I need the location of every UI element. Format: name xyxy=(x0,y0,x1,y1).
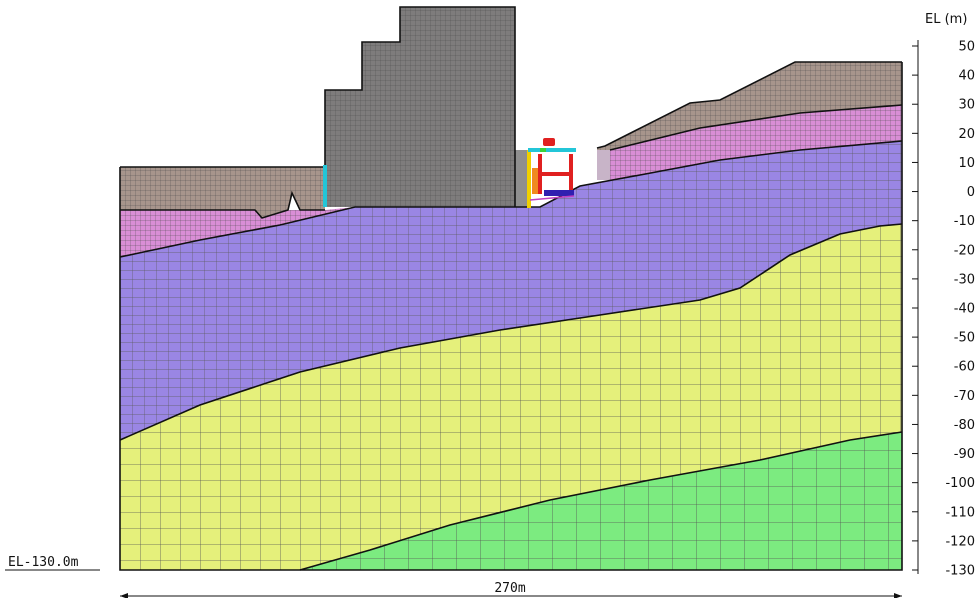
elevation-tick-label: -80 xyxy=(954,418,975,433)
elevation-tick-label: -110 xyxy=(945,505,975,520)
width-dimension-arrow-right xyxy=(894,593,902,598)
bottom-annotations: EL-130.0m 270m xyxy=(5,555,902,598)
width-dimension-arrow-left xyxy=(120,593,128,598)
green-marker xyxy=(540,148,546,152)
surface-soil-left xyxy=(120,167,325,218)
yellow-pile xyxy=(527,150,531,208)
elevation-tick-label: 40 xyxy=(958,69,975,84)
elevation-tick-label: 50 xyxy=(958,40,975,55)
structure-elements xyxy=(323,138,576,208)
magenta-line xyxy=(529,195,575,201)
layer-boundaries xyxy=(119,6,903,571)
cyan-top-beam xyxy=(528,148,576,152)
elevation-tick-label: -40 xyxy=(954,302,975,317)
elevation-tick-label: -10 xyxy=(954,214,975,229)
surface-soil-right xyxy=(597,62,902,180)
red-box-left xyxy=(538,154,542,194)
elevation-tick-label: 20 xyxy=(958,127,975,142)
bottom-elevation-label: EL-130.0m xyxy=(8,555,79,570)
elevation-tick-label: -70 xyxy=(954,389,975,404)
elevation-tick-label: -20 xyxy=(954,243,975,258)
elevation-tick-label: -30 xyxy=(954,272,975,287)
elevation-axis: EL (m) 50 40 30 20 10 0 -10 -20 -30 -40 -50 -60 -70 -… xyxy=(912,12,975,579)
pink-layer-right xyxy=(610,105,902,180)
elevation-tick-label: -60 xyxy=(954,360,975,375)
yellow-layer xyxy=(120,224,902,570)
purple-layer xyxy=(120,141,902,440)
cyan-wall-left xyxy=(323,165,327,207)
elevation-tick-label: -90 xyxy=(954,447,975,462)
red-box-cap xyxy=(543,138,555,146)
elevation-tick-label: -120 xyxy=(945,534,975,549)
elevation-axis-title: EL (m) xyxy=(925,12,967,27)
orange-block xyxy=(532,168,538,194)
width-dimension-label: 270m xyxy=(494,581,525,596)
green-layer xyxy=(300,432,902,570)
elevation-tick-label: -50 xyxy=(954,331,975,346)
elevation-tick-label: -100 xyxy=(945,476,975,491)
elevation-tick-label: 0 xyxy=(967,185,975,200)
red-box-mid xyxy=(542,172,569,176)
red-box-right xyxy=(569,154,573,194)
blue-base xyxy=(544,190,574,196)
dam-body xyxy=(325,7,528,207)
elevation-tick-label: 30 xyxy=(958,98,975,113)
elevation-tick-label: 10 xyxy=(958,156,975,171)
elevation-tick-label: -130 xyxy=(945,564,975,579)
